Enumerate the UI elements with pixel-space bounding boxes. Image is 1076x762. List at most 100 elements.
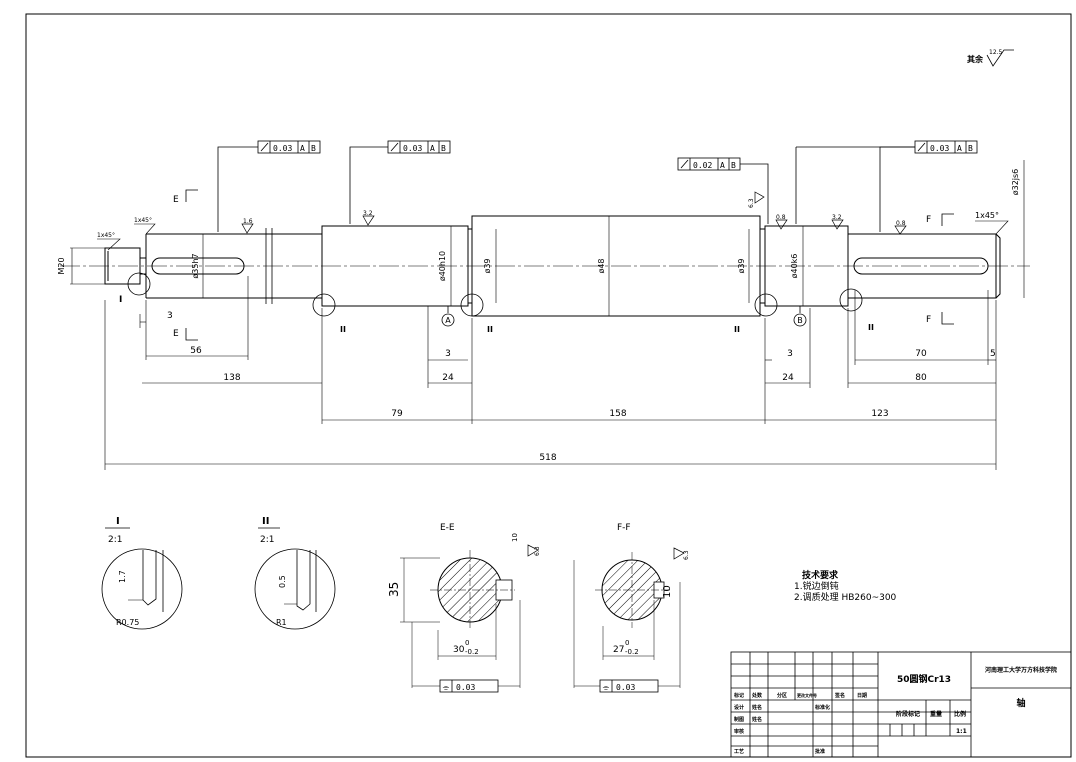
detail-ii-title: II: [262, 516, 269, 527]
dim-24-right: 24: [782, 373, 794, 383]
tolerance-frames: [217, 140, 978, 232]
tol-frame-1-value: 0.03: [273, 144, 292, 153]
chamfer-left-inner: 1x45°: [134, 217, 152, 224]
dim-518: 518: [539, 453, 556, 463]
detail-i-title: I: [116, 516, 120, 527]
section-ff: F-F 27 0 -0.2 10 ⌯ 0.03 6.3: [573, 523, 690, 693]
tol-frame-2-datum2: B: [441, 144, 446, 153]
tol-frame-3-datum1: A: [720, 161, 725, 170]
dim-70: 70: [915, 349, 927, 359]
title-weight-label: 重量: [930, 710, 942, 718]
tol-frame-4-value: 0.03: [930, 144, 949, 153]
tol-frame-1-datum1: A: [300, 144, 305, 153]
section-ee-roughness: 6.3: [534, 546, 541, 556]
dim-138: 138: [223, 373, 240, 383]
section-ee-width-base: 30: [453, 645, 465, 655]
shaft-outline: [104, 215, 1001, 317]
general-roughness-label: 其余: [967, 54, 984, 64]
section-ee-title: E-E: [440, 523, 455, 533]
roughness-4: 3.2: [832, 214, 842, 221]
section-e-bottom: E: [173, 329, 179, 339]
detail-view-ii: II 2:1 0.5 R1: [254, 516, 336, 630]
roughness-6: 6.3: [748, 198, 755, 208]
dim-158: 158: [609, 409, 626, 419]
tb-header-2: 分区: [777, 692, 787, 699]
section-ff-title: F-F: [617, 523, 631, 533]
tb-row-1-b: 姓名: [751, 716, 762, 723]
detail-ii-callout-4: II: [868, 323, 874, 332]
section-ee-height: 35: [387, 582, 401, 597]
chamfer-right: 1x45°: [975, 211, 999, 220]
tb-row-3-c: 批准: [815, 748, 825, 755]
general-roughness: 其余 12.5: [967, 49, 1014, 67]
section-marks: [185, 189, 954, 341]
detail-ii-dim: 0.5: [278, 575, 287, 588]
section-f-bottom: F: [926, 315, 931, 325]
dim-3-left: 3: [167, 311, 173, 321]
tb-header-5: 日期: [857, 692, 867, 699]
tol-frame-1-datum2: B: [311, 144, 316, 153]
title-part-name: 轴: [1016, 697, 1025, 709]
tb-row-1-a: 制图: [734, 716, 744, 723]
detail-circles: [127, 272, 863, 317]
section-ff-width-upper: 0: [625, 639, 629, 647]
diameter-40k6: ø40k6: [790, 254, 799, 279]
chamfer-left-outer: 1x45°: [97, 232, 115, 239]
detail-ii-callout-2: II: [487, 325, 493, 334]
detail-ii-callout-1: II: [340, 325, 346, 334]
section-ee-width-upper: 0: [465, 639, 469, 647]
tech-req-item-1: 1.锐边倒钝: [794, 580, 839, 592]
section-ee: E-E 35 30 0 -0.2 ⌯ 0.03 10 6.3: [387, 523, 541, 693]
tol-frame-2-value: 0.03: [403, 144, 422, 153]
detail-i-scale: 2:1: [108, 535, 122, 545]
detail-ii-scale: 2:1: [260, 535, 274, 545]
roughness-5: 0.8: [896, 220, 906, 227]
diameter-32js6: ø32js6: [1011, 169, 1020, 196]
detail-ii-callout-3: II: [734, 325, 740, 334]
section-ee-key: 10: [511, 533, 519, 542]
section-ff-sym-icon: ⌯: [603, 683, 610, 692]
technical-requirements: 技术要求 1.锐边倒钝 2.调质处理 HB260~300: [794, 569, 897, 603]
dim-3-mid: 3: [445, 349, 451, 359]
title-stage-label: 阶段标记: [896, 710, 920, 718]
detail-i-dim: 1.7: [118, 570, 127, 583]
tb-header-1: 处数: [751, 692, 763, 699]
tol-frame-4-datum2: B: [968, 144, 973, 153]
diameter-48: ø48: [597, 258, 606, 273]
datum-b-label: B: [797, 316, 803, 325]
section-f-top: F: [926, 215, 931, 225]
tb-row-2-a: 审核: [734, 728, 744, 735]
dim-80: 80: [915, 373, 927, 383]
detail-view-i: I 2:1 1.7 R0.75: [101, 516, 183, 630]
diameter-39-left: ø39: [483, 258, 492, 273]
section-ff-key: 10: [662, 585, 673, 598]
diameter-lines: [70, 160, 1025, 316]
title-scale: 1:1: [956, 728, 967, 735]
diameter-35h7: ø35h7: [191, 253, 200, 278]
dim-24-left: 24: [442, 373, 454, 383]
detail-i-callout: I: [119, 295, 122, 305]
section-ff-roughness: 6.3: [683, 550, 690, 560]
section-ff-width-base: 27: [613, 645, 624, 655]
tb-header-0: 标记: [733, 692, 744, 699]
dim-3-right: 3: [787, 349, 793, 359]
diameter-m20: M20: [57, 257, 66, 274]
dim-5: 5: [990, 349, 996, 359]
dim-56: 56: [190, 346, 202, 356]
roughness-2: 3.2: [363, 210, 373, 217]
dimension-lines: [104, 276, 997, 470]
tolerance-symbols: [260, 142, 926, 169]
dim-79: 79: [391, 409, 403, 419]
diameter-39-right: ø39: [737, 258, 746, 273]
diameter-40h10: ø40h10: [438, 251, 447, 281]
roughness-1: 1.6: [243, 218, 253, 225]
general-roughness-value: 12.5: [989, 49, 1003, 56]
dim-123: 123: [871, 409, 888, 419]
roughness-3: 0.8: [776, 214, 786, 221]
section-ee-width-lower: -0.2: [465, 648, 479, 656]
tb-header-3: 更改文件号: [797, 692, 817, 698]
tb-row-3-a: 工艺: [734, 748, 744, 755]
datum-a-label: A: [445, 316, 451, 325]
tol-frame-3-datum2: B: [731, 161, 736, 170]
roughness-marks: [241, 191, 907, 235]
